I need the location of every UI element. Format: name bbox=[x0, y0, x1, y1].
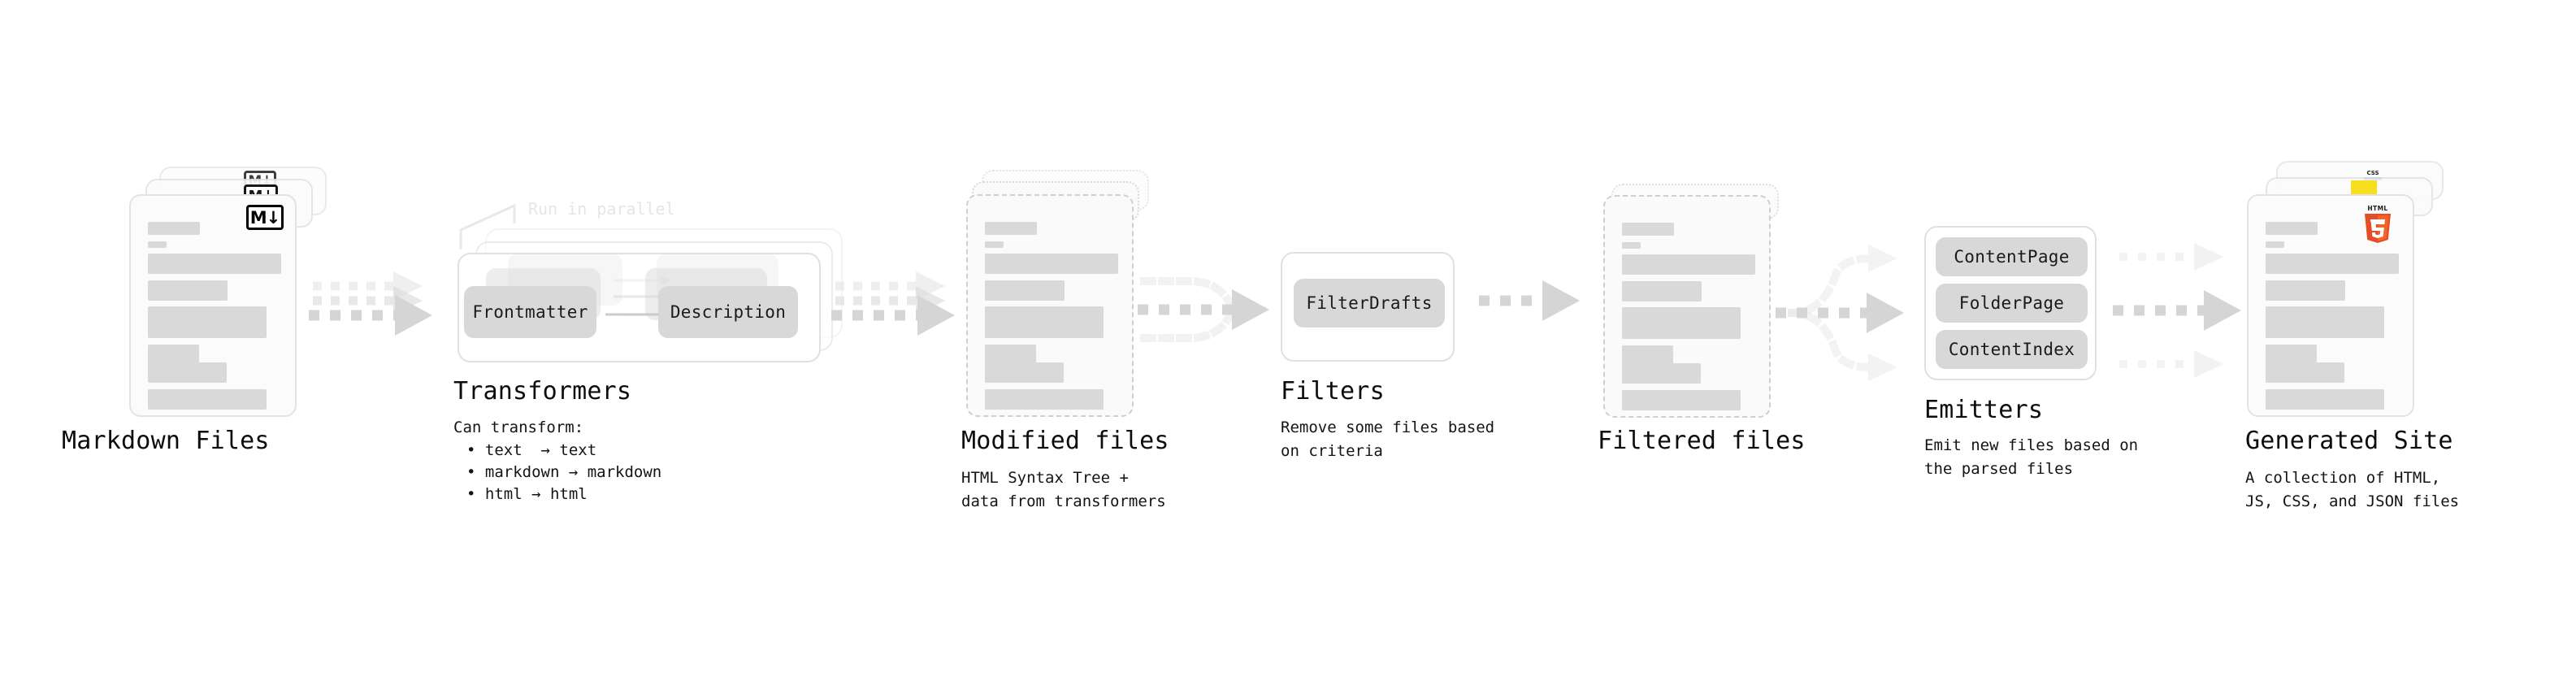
doc-line bbox=[985, 362, 1064, 383]
transformers-subtitle: Can transform: bbox=[453, 419, 584, 436]
doc-line bbox=[985, 306, 1104, 338]
doc-line bbox=[148, 254, 281, 274]
doc-line bbox=[148, 306, 267, 338]
markdown-card-front: M↓ bbox=[129, 194, 297, 417]
doc-line bbox=[985, 222, 1037, 235]
modified-card-front bbox=[966, 194, 1134, 417]
svg-text:CSS: CSS bbox=[2366, 170, 2379, 176]
filtered-card-front bbox=[1603, 195, 1771, 418]
doc-line bbox=[1622, 390, 1741, 410]
doc-line bbox=[2266, 306, 2384, 338]
modified-files-subtitle: HTML Syntax Tree + data from transformer… bbox=[961, 469, 1166, 510]
markdown-icon: M↓ bbox=[246, 205, 284, 230]
doc-line bbox=[1622, 223, 1674, 236]
doc-line bbox=[2266, 345, 2317, 365]
doc-line bbox=[2266, 254, 2399, 274]
generated-site-title: Generated Site bbox=[2245, 427, 2453, 455]
doc-line bbox=[985, 389, 1104, 410]
arrow-filtered-to-emitters bbox=[1776, 245, 1904, 381]
doc-line bbox=[148, 345, 199, 365]
doc-line bbox=[985, 345, 1036, 365]
markdown-files-title: Markdown Files bbox=[62, 427, 270, 455]
doc-line bbox=[1622, 254, 1755, 275]
arrow-emitters-to-site bbox=[2113, 243, 2241, 378]
transformers-bullet-0: • text → text bbox=[466, 441, 597, 459]
filters-subtitle: Remove some files based on criteria bbox=[1281, 419, 1495, 460]
doc-line bbox=[148, 241, 167, 248]
transformers-bullet-1: • markdown → markdown bbox=[466, 463, 662, 481]
arrow-markdown-to-transformers bbox=[309, 271, 432, 336]
doc-line bbox=[148, 222, 200, 235]
run-in-parallel-label: Run in parallel bbox=[528, 199, 675, 219]
svg-text:HTML: HTML bbox=[2367, 205, 2387, 212]
transformer-chip-frontmatter[interactable]: Frontmatter bbox=[464, 286, 596, 338]
doc-line bbox=[1622, 363, 1701, 384]
doc-line bbox=[2266, 241, 2284, 248]
transformer-chip-description[interactable]: Description bbox=[658, 286, 798, 338]
generated-site-subtitle: A collection of HTML, JS, CSS, and JSON … bbox=[2245, 469, 2460, 510]
doc-line bbox=[1622, 307, 1741, 339]
emitters-subtitle: Emit new files based on the parsed files bbox=[1924, 436, 2139, 478]
doc-line bbox=[985, 280, 1065, 301]
transformers-title: Transformers bbox=[453, 377, 632, 406]
js-icon bbox=[2351, 180, 2377, 197]
filtered-files-title: Filtered files bbox=[1598, 427, 1806, 455]
doc-line bbox=[2266, 389, 2384, 410]
doc-line bbox=[2266, 362, 2344, 383]
run-in-parallel-bracket bbox=[459, 203, 516, 249]
emitter-chip-contentindex[interactable]: ContentIndex bbox=[1936, 330, 2088, 369]
doc-line bbox=[2266, 280, 2345, 301]
arrow-modified-to-filters bbox=[1138, 277, 1269, 342]
doc-line bbox=[148, 389, 267, 410]
doc-line bbox=[1622, 242, 1641, 249]
generated-card-front: HTML bbox=[2247, 194, 2414, 417]
doc-line bbox=[1622, 345, 1673, 366]
arrow-transformers-to-modified bbox=[831, 271, 955, 336]
doc-line bbox=[985, 254, 1118, 274]
emitter-chip-folderpage[interactable]: FolderPage bbox=[1936, 284, 2088, 323]
filters-title: Filters bbox=[1281, 377, 1385, 406]
filter-chip-filterdrafts[interactable]: FilterDrafts bbox=[1294, 279, 1445, 327]
doc-line bbox=[148, 280, 228, 301]
arrow-filters-to-filtered bbox=[1479, 280, 1580, 321]
modified-files-title: Modified files bbox=[961, 427, 1169, 455]
doc-line bbox=[148, 362, 227, 383]
emitter-chip-contentpage[interactable]: ContentPage bbox=[1936, 237, 2088, 276]
doc-line bbox=[2266, 222, 2318, 235]
html5-icon: HTML bbox=[2361, 204, 2395, 243]
doc-line bbox=[1622, 281, 1702, 301]
transformers-bullet-2: • html → html bbox=[466, 485, 588, 503]
emitters-title: Emitters bbox=[1924, 396, 2044, 424]
doc-line bbox=[985, 241, 1004, 248]
